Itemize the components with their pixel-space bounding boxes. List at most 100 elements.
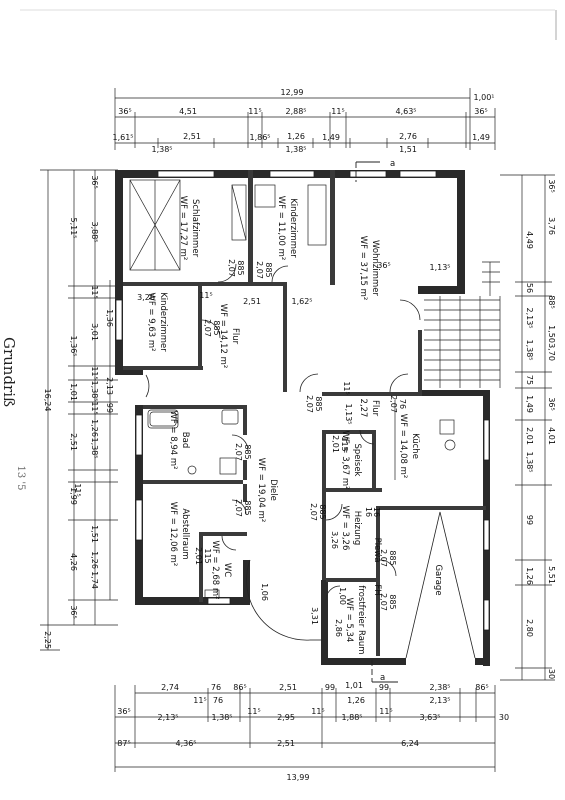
dim-label: 88⁵ xyxy=(547,295,556,308)
dim-label: 11⁵ xyxy=(90,366,99,379)
room-area: WF = 3,67 m² xyxy=(340,430,350,489)
top-dimension-text: 12,99 1,00¹ 36⁵ 4,51 11⁵ 2,88⁵ 11⁵ 4,63⁵… xyxy=(112,88,494,154)
dim-label: 2,51 xyxy=(183,132,201,141)
inner-walls xyxy=(123,170,486,656)
dim-label: 3,63⁵ xyxy=(419,713,440,722)
dim-label: 1,74 xyxy=(90,571,99,589)
room-name: Flur xyxy=(230,328,240,345)
dim-label: 1,38⁵ xyxy=(285,145,306,154)
plan-title: Grundriß xyxy=(0,337,18,407)
dim-label: 4,49 xyxy=(525,231,534,249)
room-area: WF = 11,00 m² xyxy=(276,196,286,261)
bottom-dimension-lines xyxy=(114,685,496,772)
dim-label: 1,26 xyxy=(287,132,305,141)
room-name: Flur xyxy=(370,400,380,417)
fixtures xyxy=(129,179,456,599)
dim-label: 2,01 xyxy=(525,427,534,445)
dim-label: 76 xyxy=(211,683,221,692)
dim-label: 1,38⁵ xyxy=(525,451,534,472)
dim-label: 2,51 xyxy=(243,297,261,306)
room-name: Kinderzimmer xyxy=(288,198,298,258)
dim-label: 11⁵ xyxy=(247,707,260,716)
dim-label: 4,63⁵ xyxy=(395,107,416,116)
dim-label: 1,51 xyxy=(90,525,99,543)
dim-label: 1,86⁵ xyxy=(249,133,270,142)
dim-label: 11⁵ xyxy=(342,381,351,394)
section-mark-bottom: a xyxy=(380,673,385,683)
room-garage: Garage xyxy=(433,564,443,595)
dim-label: 2,74 xyxy=(161,683,179,692)
dim-label: 2,51 xyxy=(69,433,78,451)
dim-label: 99 xyxy=(105,403,114,413)
dim-label: 1,13⁵ xyxy=(344,403,353,424)
room-area: WF = 17,27 m² xyxy=(178,196,188,261)
dim-top-right: 1,00¹ xyxy=(473,93,494,102)
dim-label: 11⁵ xyxy=(248,107,261,116)
room-heizung: Heizung WF = 3,26 xyxy=(340,506,362,551)
dim-label: 1,01 xyxy=(345,681,363,690)
dim-label: 2,95 xyxy=(277,713,295,722)
dim-label: 36⁵ xyxy=(117,707,130,716)
dim-label: 1,13⁵ xyxy=(429,263,450,272)
section-mark-top: a xyxy=(390,159,395,169)
room-name: Heizung xyxy=(352,511,362,546)
dim-label: 1,38⁵ xyxy=(211,713,232,722)
door-label: 2,07 xyxy=(389,395,398,413)
room-name: WC xyxy=(222,563,232,577)
dim-label: 36⁵ xyxy=(547,397,556,410)
dim-label: 30 xyxy=(547,669,556,679)
dim-label: 30 xyxy=(499,713,509,722)
dim-label: 4,51 xyxy=(179,107,197,116)
dim-label: 2,38⁵ xyxy=(429,683,450,692)
dim-label: 5,51 xyxy=(547,566,556,584)
dim-label: 2,51 xyxy=(277,739,295,748)
handwritten-note: 13 '5 xyxy=(15,465,26,490)
door-label: 885 xyxy=(388,594,397,609)
dim-label: 3,26 xyxy=(330,531,339,549)
dim-label: 3,26 xyxy=(137,293,155,302)
room-area: WF = 2,68 m² xyxy=(210,540,220,599)
dim-label: 1,49 xyxy=(472,133,490,142)
dim-label: 36⁵ xyxy=(547,179,556,192)
door-label: 2,07 xyxy=(234,499,243,517)
room-area: WF = 14,08 m² xyxy=(398,414,408,479)
left-dimension-text: 16,24 2,25 5,11⁵ 1,36⁵ 1,01 2,51 1,99 4,… xyxy=(43,175,114,649)
dim-label: 1,36⁵ xyxy=(69,335,78,356)
dim-label: 1,49 xyxy=(322,133,340,142)
room-area: WF = 8,94 m² xyxy=(168,410,178,469)
dim-label: 4,36⁵ xyxy=(175,739,196,748)
room-area: WF = 5,34 xyxy=(344,598,354,643)
dim-label: 2,88⁵ xyxy=(285,107,306,116)
room-schlafzimmer: Schlafzimmer WF = 17,27 m² xyxy=(178,196,200,261)
dim-left-total: 16,24 xyxy=(43,389,52,412)
dim-label: 3,70 xyxy=(547,343,556,361)
dim-label: 16 xyxy=(364,507,373,517)
door-label: 2,07 xyxy=(203,319,212,337)
room-name: Abstellraum xyxy=(180,508,190,559)
dim-label: 4,01 xyxy=(547,427,556,445)
room-area: WF = 19,04 m² xyxy=(256,458,266,523)
door-label: 115 xyxy=(203,548,212,563)
room-area: WF = 37,15 m² xyxy=(358,236,368,301)
dim-label: 1,38⁵ xyxy=(90,380,99,401)
dim-label: 56 xyxy=(525,283,534,293)
dim-label: 2,13⁵ xyxy=(157,713,178,722)
dim-label: 2,13⁵ xyxy=(429,696,450,705)
dim-label: 2,51 xyxy=(279,683,297,692)
room-area: FH xyxy=(372,584,382,595)
dim-label: 11⁵ xyxy=(73,483,82,496)
bottom-dimension-text: 2,74 76 86⁵ 2,51 99 1,01 99 2,38⁵ 86⁵ 11… xyxy=(117,681,509,782)
door-label: 885 xyxy=(388,550,397,565)
dim-label: 1,62⁵ xyxy=(291,297,312,306)
door-label: 115 xyxy=(340,436,349,451)
room-kueche: Küche WF = 14,08 m² xyxy=(398,414,420,479)
dim-label: 1,61⁵ xyxy=(112,133,133,142)
room-wohnzimmer: Wohnzimmer WF = 37,15 m² xyxy=(358,236,380,301)
room-name: Bad xyxy=(180,432,190,448)
dim-label: 1,26 xyxy=(347,696,365,705)
right-dimension-lines xyxy=(500,174,555,681)
interior-dimension-text: 3,26 11⁵ 2,51 1,62⁵ 36⁵ 1,13⁵ 1,06 3,31 … xyxy=(137,261,450,637)
room-area: WF = 12,06 m² xyxy=(168,502,178,567)
dim-label: 5,11⁵ xyxy=(69,217,78,238)
